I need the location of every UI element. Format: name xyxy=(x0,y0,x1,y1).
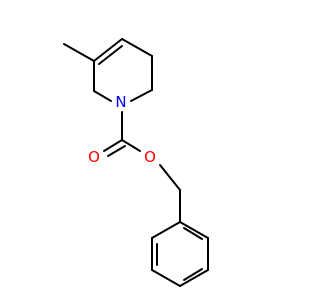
bond-carbonyl-c xyxy=(103,139,123,152)
bond-carbonyl-double xyxy=(107,145,126,157)
bond-ar-6 xyxy=(179,221,209,239)
bond-ar-1 xyxy=(151,221,181,239)
bond-c-o-ester xyxy=(121,139,141,152)
nitrogen-atom-label: N xyxy=(115,93,126,111)
carbamate-group xyxy=(103,111,181,191)
bond-c4-c3 xyxy=(121,38,153,57)
bond-o-ch2 xyxy=(159,164,181,191)
bond-ar-double-3 xyxy=(183,227,203,240)
bond-c2-n xyxy=(130,89,153,102)
bond-ar-double-2 xyxy=(183,268,203,281)
tetrahydropyridine-ring xyxy=(63,38,153,102)
carbonyl-oxygen-label: O xyxy=(88,148,100,166)
molecule-structure-diagram: N O O xyxy=(63,38,209,287)
ester-oxygen-label: O xyxy=(144,148,156,166)
bond-methyl xyxy=(63,43,95,62)
bond-c5-c4 xyxy=(93,38,123,62)
phenyl-ring xyxy=(151,189,209,287)
bond-c5-c4-double xyxy=(98,45,123,65)
bond-ar-4 xyxy=(179,269,209,287)
bond-ar-3 xyxy=(151,269,181,287)
bond-n-c6 xyxy=(93,90,112,102)
